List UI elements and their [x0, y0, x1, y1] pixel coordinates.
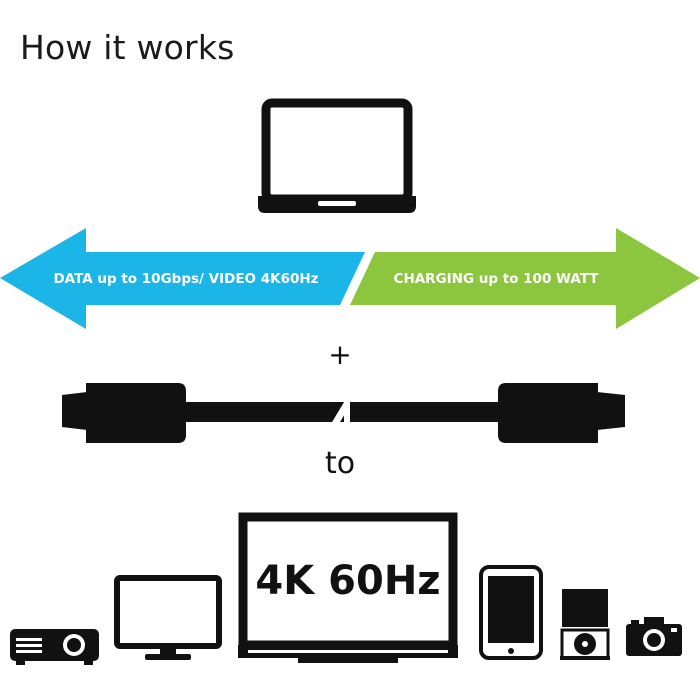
to-label: to [324, 446, 356, 481]
charge-arrow: CHARGING up to 100 WATT [350, 228, 700, 329]
charge-arrow-label: CHARGING up to 100 WATT [394, 271, 600, 287]
projector-icon [10, 629, 99, 665]
cable-icon [62, 383, 625, 443]
data-arrow: DATA up to 10Gbps/ VIDEO 4K60Hz [0, 228, 365, 329]
optical-drive-icon [560, 589, 610, 660]
tv-resolution-label: 4K 60Hz [255, 558, 440, 604]
camera-icon [626, 617, 682, 656]
monitor-icon [114, 575, 222, 660]
laptop-icon [258, 98, 416, 213]
data-arrow-label: DATA up to 10Gbps/ VIDEO 4K60Hz [53, 271, 318, 287]
page-title: How it works [20, 28, 235, 67]
plus-label: + [328, 338, 352, 371]
tv-icon: 4K 60Hz [238, 512, 458, 663]
tablet-icon [479, 565, 543, 660]
